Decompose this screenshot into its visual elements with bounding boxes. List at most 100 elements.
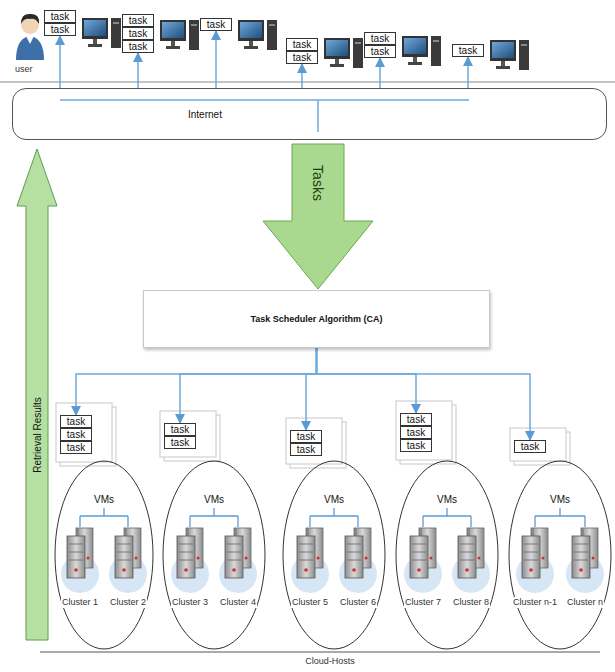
task-box: task [164, 423, 196, 436]
results-arrow: Retrieval Results [16, 148, 58, 642]
host-ellipse: VMs [162, 460, 266, 650]
cluster-label: Cluster 8 [452, 597, 490, 608]
results-arrow-outline [16, 148, 58, 642]
task-box: task [364, 32, 396, 45]
task-label: task [51, 11, 69, 22]
task-box: task [514, 440, 546, 453]
task-box: task [44, 23, 76, 36]
task-box: task [60, 415, 92, 428]
task-connector [301, 64, 303, 88]
task-label: task [293, 52, 311, 63]
user-icon [16, 14, 44, 60]
task-label: task [129, 15, 147, 26]
vm-links [80, 508, 585, 527]
host-ellipse-label: VMs [94, 494, 114, 505]
host-ellipse-label: VMs [204, 494, 224, 505]
task-box: task [200, 18, 232, 31]
task-box: task [60, 441, 92, 454]
task-label: task [297, 444, 315, 455]
results-arrow-outline-shape [17, 149, 57, 640]
cluster-label: Cluster 5 [291, 597, 329, 608]
task-connector [317, 348, 417, 413]
task-label: task [129, 28, 147, 39]
cluster-label: Cluster 1 [61, 597, 99, 608]
host-ellipse-outline [162, 460, 266, 650]
host-ellipse-outline-shape [55, 461, 153, 649]
task-box: task [400, 413, 432, 426]
task-box: task [452, 44, 484, 57]
internet-band: Internet [12, 88, 607, 140]
task-sheets [56, 401, 570, 468]
divider-line [0, 82, 615, 83]
task-label: task [297, 431, 315, 442]
task-label: task [171, 437, 189, 448]
task-connector [379, 58, 381, 88]
task-connector [467, 57, 469, 88]
host-ellipse: VMs [282, 460, 386, 650]
user-label: user [14, 64, 34, 75]
task-label: task [51, 24, 69, 35]
server-icons [67, 528, 598, 578]
task-connector [306, 348, 317, 430]
task-box: task [290, 443, 322, 456]
host-ellipse-outline [395, 460, 499, 650]
tasks-arrow: Tasks [262, 143, 374, 290]
host-ellipse-outline [282, 460, 386, 650]
cluster-label: Cluster n [566, 597, 604, 608]
hosts-baseline [40, 652, 600, 653]
task-box: task [286, 38, 318, 51]
task-label: task [407, 427, 425, 438]
host-ellipse-label: VMs [324, 494, 344, 505]
task-box: task [44, 10, 76, 23]
cluster-label: Cluster 3 [171, 597, 209, 608]
host-ellipse-outline [508, 460, 612, 650]
host-ellipse-outline-shape [163, 461, 265, 649]
scheduler-box: Task Scheduler Algorithm (CA) [143, 290, 490, 348]
task-box: task [286, 51, 318, 64]
task-connector [137, 53, 139, 88]
tasks-arrow-label: Tasks [310, 165, 326, 201]
host-ellipse-outline-shape [396, 461, 498, 649]
task-box: task [60, 428, 92, 441]
tasks-arrow-outline-shape [263, 144, 373, 289]
host-ellipse-label: VMs [550, 494, 570, 505]
task-box: task [364, 45, 396, 58]
task-label: task [67, 442, 85, 453]
task-connector [215, 31, 217, 88]
task-box: task [400, 439, 432, 452]
host-ellipse-outline [54, 460, 154, 650]
scheduler-box-label: Task Scheduler Algorithm (CA) [250, 314, 382, 324]
host-ellipse-outline-shape [283, 461, 385, 649]
task-label: task [67, 429, 85, 440]
cluster-label: Cluster 6 [339, 597, 377, 608]
task-connector [59, 36, 61, 88]
cluster-label: Cluster 2 [109, 597, 147, 608]
task-label: task [293, 39, 311, 50]
host-ellipse-outline-shape [509, 461, 611, 649]
task-label: task [459, 45, 477, 56]
results-arrow-label: Retrieval Results [32, 397, 43, 473]
internet-band-label: Internet [188, 109, 222, 120]
task-label: task [129, 41, 147, 52]
task-label: task [521, 441, 539, 452]
task-label: task [407, 414, 425, 425]
task-box: task [164, 436, 196, 449]
task-box: task [290, 430, 322, 443]
host-ellipse: VMs [54, 460, 154, 650]
host-ellipse-label: VMs [437, 494, 457, 505]
task-box: task [122, 14, 154, 27]
task-box: task [400, 426, 432, 439]
hosts-label: Cloud-Hosts [304, 656, 356, 667]
task-label: task [171, 424, 189, 435]
cluster-label: Cluster n-1 [512, 597, 558, 608]
task-box: task [122, 40, 154, 53]
task-box: task [122, 27, 154, 40]
cluster-label: Cluster 7 [404, 597, 442, 608]
task-label: task [371, 33, 389, 44]
task-connector [180, 348, 317, 423]
host-ellipse: VMs [508, 460, 612, 650]
internet-bus [60, 100, 469, 132]
task-connector [317, 348, 531, 440]
task-label: task [207, 19, 225, 30]
host-ellipse: VMs [395, 460, 499, 650]
